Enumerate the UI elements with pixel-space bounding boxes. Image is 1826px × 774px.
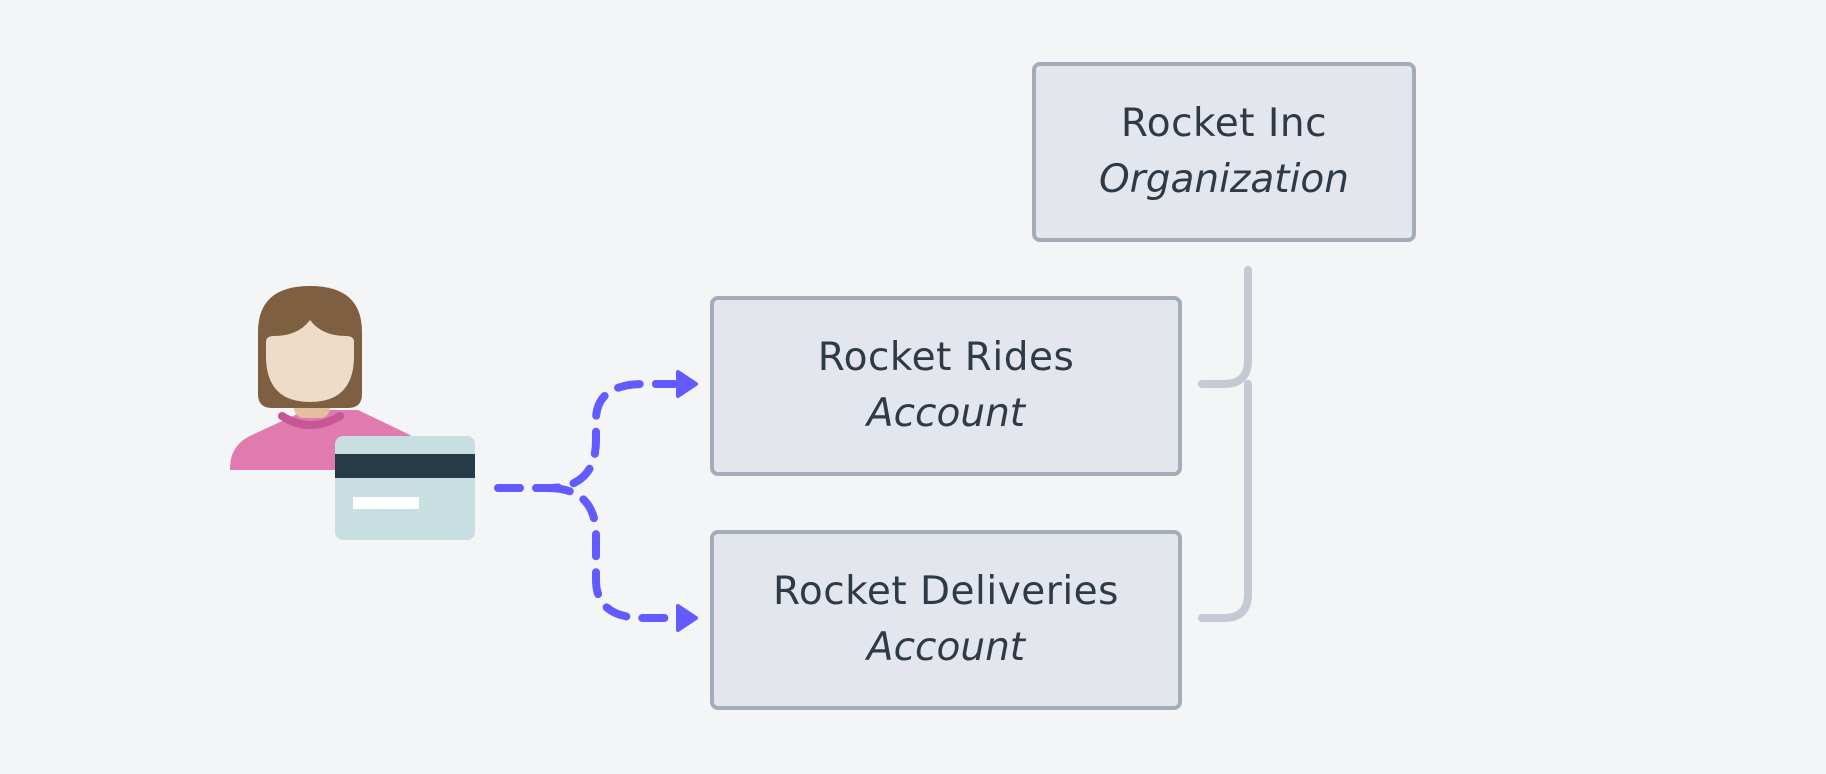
account-node-deliveries: Rocket Deliveries Account — [710, 530, 1182, 710]
customer-with-card — [230, 286, 475, 540]
organization-type-label: Organization — [1098, 157, 1349, 202]
org-to-rides-connector — [1198, 266, 1252, 388]
account-type-label: Account — [866, 391, 1026, 436]
payment-flow-to-deliveries — [544, 484, 678, 622]
arrowhead-to-rides — [676, 370, 698, 398]
payment-flow-to-rides — [494, 380, 678, 492]
arrowhead-to-deliveries — [676, 604, 698, 632]
credit-card-icon — [335, 436, 475, 540]
org-to-deliveries-connector — [1198, 380, 1252, 622]
organization-node: Rocket Inc Organization — [1032, 62, 1416, 242]
account-type-label: Account — [866, 625, 1026, 670]
organization-name: Rocket Inc — [1120, 101, 1328, 146]
account-name: Rocket Rides — [817, 335, 1075, 380]
account-node-rides: Rocket Rides Account — [710, 296, 1182, 476]
account-name: Rocket Deliveries — [773, 569, 1119, 614]
